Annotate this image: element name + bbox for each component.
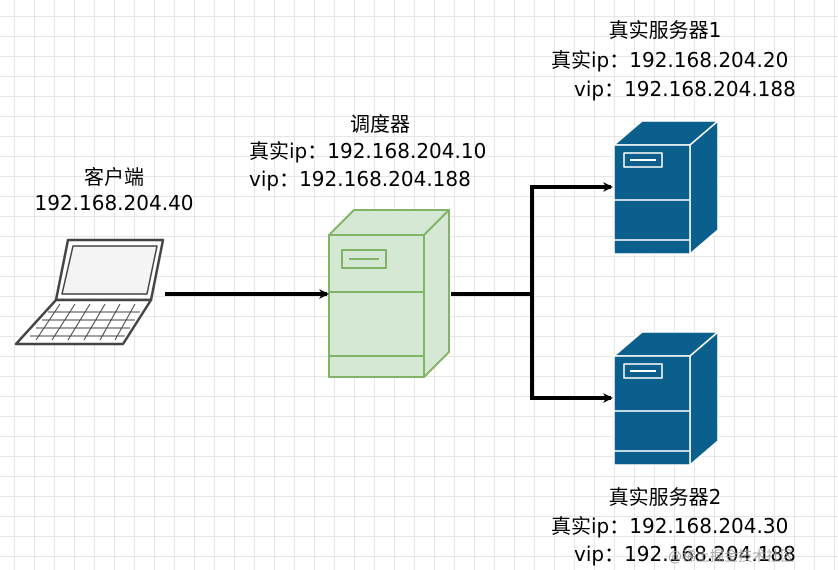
real-server-1-name-label: 真实服务器1 (608, 18, 722, 42)
real-server-2-vip-label: vip：192.168.204.188 (574, 542, 796, 566)
director-vip-label: vip：192.168.204.188 (249, 167, 471, 191)
real-server-2-name-label: 真实服务器2 (608, 485, 722, 509)
laptop-icon (14, 238, 165, 346)
watermark-label: @稀土掘金技术社区 (668, 549, 794, 565)
director-to-server-2-edge (530, 294, 613, 403)
client-name-label: 客户端 (84, 165, 144, 189)
director-real-ip-label: 真实ip：192.168.204.10 (249, 139, 487, 163)
real-server-1-real-ip-label: 真实ip：192.168.204.20 (551, 48, 789, 72)
client-ip-label: 192.168.204.40 (34, 191, 194, 215)
real-server-2-icon (613, 331, 719, 466)
real-server-2-real-ip-label: 真实ip：192.168.204.30 (551, 514, 789, 538)
director-server-icon (328, 209, 450, 378)
director-to-server-1-edge (530, 182, 613, 294)
real-server-1-icon (613, 120, 719, 255)
real-server-1-vip-label: vip：192.168.204.188 (574, 77, 796, 101)
director-name-label: 调度器 (350, 112, 410, 136)
